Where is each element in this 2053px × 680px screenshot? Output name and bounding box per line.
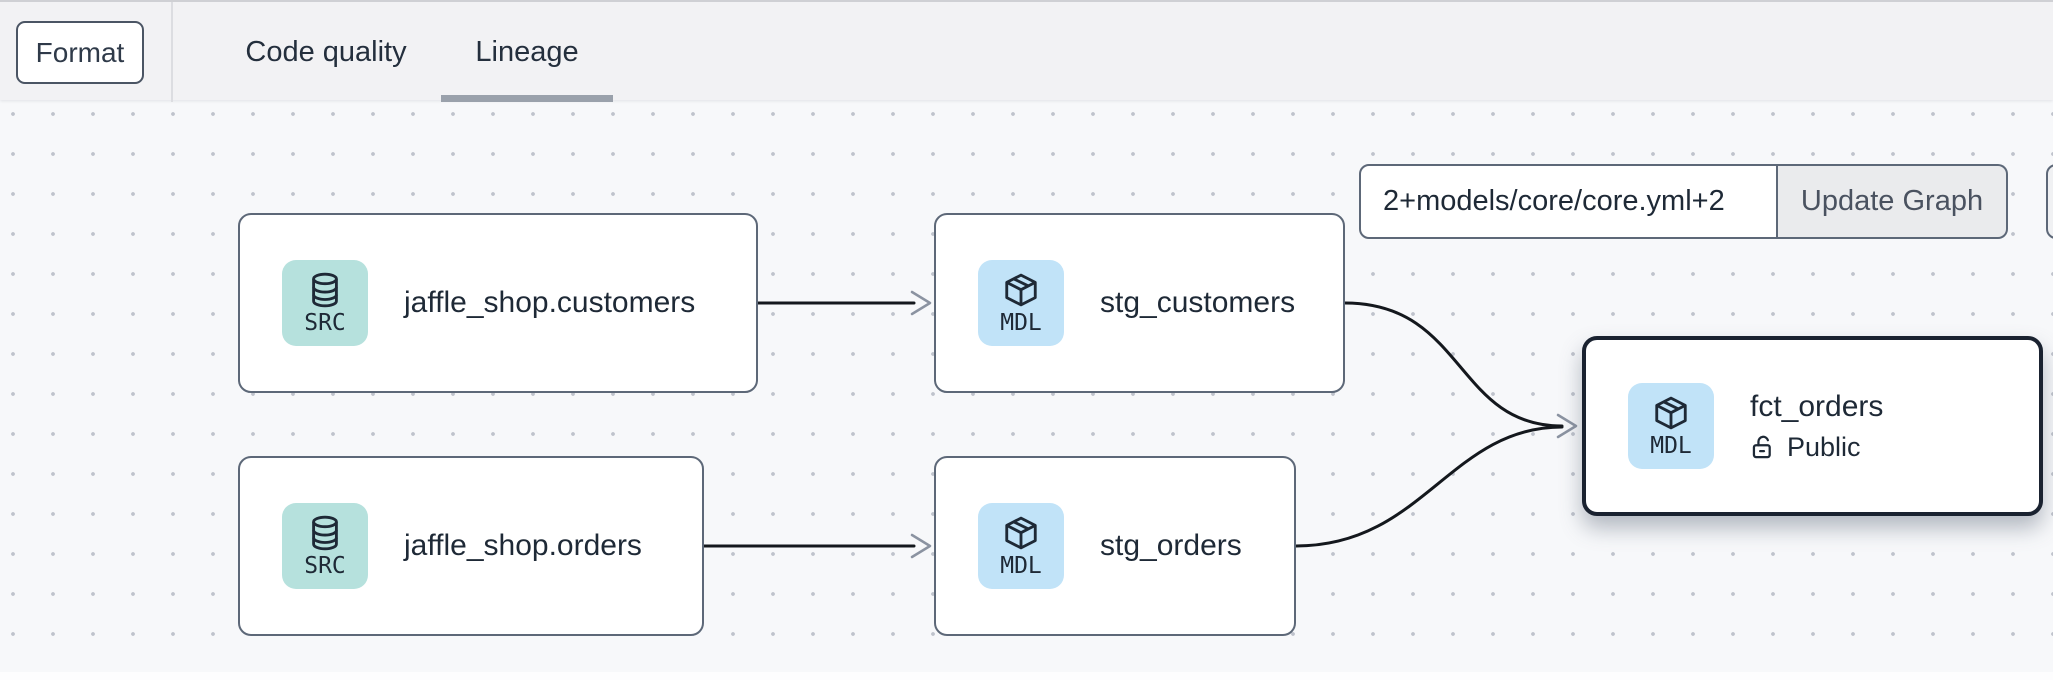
model-badge: MDL bbox=[978, 503, 1064, 589]
tab-lineage-label: Lineage bbox=[475, 35, 579, 68]
edge-stg-orders-to-fct-orders bbox=[1294, 425, 1564, 548]
lock-open-icon bbox=[1752, 435, 1771, 458]
lineage-edges-layer bbox=[702, 290, 1578, 559]
clipped-right-button[interactable] bbox=[2046, 164, 2053, 239]
active-tab-underline bbox=[441, 95, 613, 102]
selector-input[interactable] bbox=[1359, 164, 1778, 239]
node-jaffle-shop-orders[interactable]: SRC jaffle_shop.orders bbox=[238, 456, 704, 636]
canvas-bottom-strip bbox=[0, 672, 2053, 680]
access-row: Public bbox=[1750, 432, 1883, 463]
source-badge: SRC bbox=[282, 503, 368, 589]
node-label: stg_customers bbox=[1100, 286, 1296, 319]
model-badge: MDL bbox=[978, 260, 1064, 346]
lineage-selector-group: Update Graph bbox=[1359, 164, 2008, 239]
tab-lineage[interactable]: Lineage bbox=[441, 2, 613, 102]
node-fct-orders[interactable]: MDL fct_orders Public bbox=[1582, 336, 2043, 516]
format-button[interactable]: Format bbox=[16, 21, 144, 84]
node-stg-orders[interactable]: MDL stg_orders bbox=[934, 456, 1296, 636]
badge-label: SRC bbox=[304, 310, 346, 336]
badge-label: SRC bbox=[304, 553, 346, 579]
lineage-canvas[interactable]: SRC jaffle_shop.customers MDL stg_custom… bbox=[0, 100, 2053, 680]
model-badge: MDL bbox=[1628, 383, 1714, 469]
package-icon bbox=[1005, 516, 1037, 550]
update-graph-button[interactable]: Update Graph bbox=[1778, 164, 2008, 239]
tab-code-quality[interactable]: Code quality bbox=[207, 2, 445, 102]
edge-arrowheads bbox=[910, 290, 1578, 559]
node-stg-customers[interactable]: MDL stg_customers bbox=[934, 213, 1345, 393]
badge-label: MDL bbox=[1650, 433, 1692, 459]
arrowhead-icon bbox=[1556, 413, 1578, 439]
database-icon bbox=[312, 272, 338, 308]
node-jaffle-shop-customers[interactable]: SRC jaffle_shop.customers bbox=[238, 213, 758, 393]
arrowhead-icon bbox=[910, 533, 932, 559]
badge-label: MDL bbox=[1000, 553, 1042, 579]
badge-label: MDL bbox=[1000, 310, 1042, 336]
access-label: Public bbox=[1787, 431, 1861, 462]
edge-paths bbox=[702, 301, 1564, 548]
node-label: fct_orders bbox=[1750, 389, 1884, 423]
tab-code-quality-label: Code quality bbox=[245, 35, 407, 68]
node-label: jaffle_shop.orders bbox=[404, 529, 642, 562]
arrowhead-icon bbox=[910, 290, 932, 316]
node-label: jaffle_shop.customers bbox=[404, 286, 696, 319]
node-label: stg_orders bbox=[1100, 529, 1242, 562]
topbar-divider bbox=[171, 2, 173, 102]
database-icon bbox=[312, 515, 338, 551]
topbar: Format Code quality Lineage bbox=[0, 0, 2053, 102]
source-badge: SRC bbox=[282, 260, 368, 346]
edge-stg-customers-to-fct-orders bbox=[1343, 301, 1564, 428]
node-text-block: fct_orders Public bbox=[1750, 390, 1883, 463]
package-icon bbox=[1005, 273, 1037, 307]
package-icon bbox=[1655, 396, 1687, 430]
